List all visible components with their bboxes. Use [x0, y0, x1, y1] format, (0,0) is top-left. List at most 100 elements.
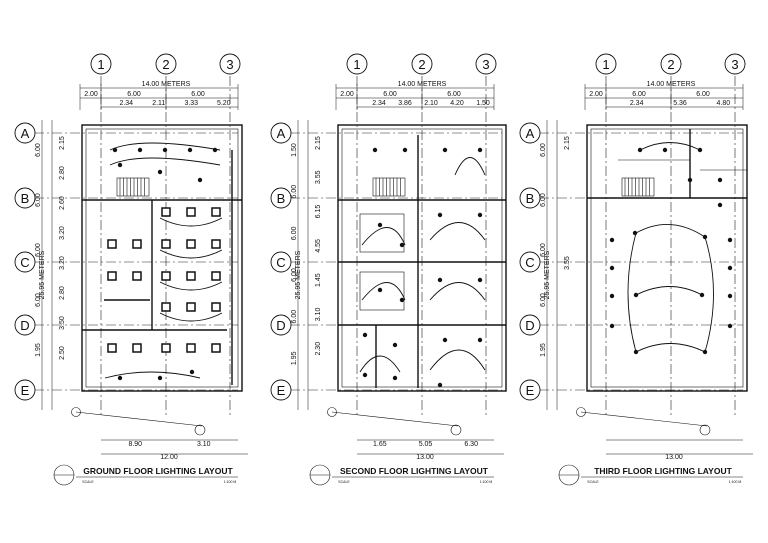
circuit-run — [159, 312, 223, 322]
light-fixture — [112, 147, 118, 153]
row-label-C: C — [525, 255, 534, 270]
row-bubble-D — [270, 314, 292, 336]
recessed-light — [161, 271, 171, 281]
side-dim-2: 1.45 — [315, 273, 322, 287]
column-bubble-3 — [219, 53, 241, 75]
column-bubble-1 — [90, 53, 112, 75]
column-label-2: 2 — [667, 57, 674, 72]
column-bubble-1 — [346, 53, 368, 75]
row-label-D: D — [20, 318, 29, 333]
light-fixture — [362, 332, 368, 338]
scale-label: SCALE — [82, 480, 94, 484]
side-dim-2: 4.55 — [315, 239, 322, 253]
light-fixture — [662, 147, 668, 153]
light-fixture — [609, 323, 615, 329]
top-dim-1: 2.00 — [340, 91, 354, 98]
row-bubble-D — [14, 314, 36, 336]
recessed-light — [186, 239, 196, 249]
side-dim-2: 3.55 — [564, 256, 571, 270]
overall-depth-label: 25.95 METERS — [544, 250, 551, 299]
bottom-dim-2: 13.00 — [665, 454, 683, 461]
top-dim-2: 2.34 — [372, 100, 386, 107]
circuit-run — [104, 371, 201, 379]
circuit-run — [704, 236, 714, 353]
side-dim-2: 3.20 — [59, 226, 66, 240]
side-dim-2: 3.20 — [59, 256, 66, 270]
bottom-dim-1: 5.05 — [419, 441, 433, 448]
side-dim-1: 6.00 — [540, 243, 547, 257]
light-fixture — [609, 237, 615, 243]
side-dim-1: 6.00 — [35, 293, 42, 307]
row-bubble-C — [14, 251, 36, 273]
light-fixture — [117, 162, 123, 168]
top-dim-2: 1.50 — [476, 100, 490, 107]
light-fixture — [392, 375, 398, 381]
row-bubble-B — [519, 187, 541, 209]
side-dim-1: 6.00 — [291, 268, 298, 282]
side-dim-2: 2.15 — [564, 136, 571, 150]
column-bubble-2 — [155, 53, 177, 75]
circuit-run — [635, 223, 706, 238]
light-fixture — [362, 372, 368, 378]
scale-value: 1:100 M — [729, 480, 742, 484]
light-fixture — [609, 265, 615, 271]
recessed-light — [186, 271, 196, 281]
light-fixture — [399, 242, 405, 248]
top-dim-2: 4.80 — [717, 100, 731, 107]
side-dim-1: 6.00 — [291, 226, 298, 240]
row-bubble-C — [519, 251, 541, 273]
light-fixture — [137, 147, 143, 153]
row-bubble-C — [270, 251, 292, 273]
top-dim-1: 6.00 — [632, 91, 646, 98]
circuit-run — [361, 282, 406, 301]
top-dim-2: 5.36 — [673, 100, 687, 107]
row-label-E: E — [21, 383, 30, 398]
top-dim-1: 6.00 — [383, 91, 397, 98]
recessed-light — [161, 239, 171, 249]
row-label-B: B — [526, 191, 535, 206]
top-dim-1: 2.00 — [589, 91, 603, 98]
top-dim-2: 4.20 — [450, 100, 464, 107]
light-fixture — [437, 382, 443, 388]
column-label-2: 2 — [418, 57, 425, 72]
column-label-1: 1 — [602, 57, 609, 72]
column-label-1: 1 — [353, 57, 360, 72]
building-inner-wall — [590, 128, 744, 388]
column-bubble-2 — [660, 53, 682, 75]
circuit-run — [429, 349, 486, 371]
circuit-run — [359, 355, 401, 373]
recessed-light — [211, 302, 221, 312]
light-fixture — [727, 265, 733, 271]
column-label-3: 3 — [482, 57, 489, 72]
row-bubble-B — [270, 187, 292, 209]
light-fixture — [187, 147, 193, 153]
scale-label: SCALE — [587, 480, 599, 484]
plan-title: THIRD FLOOR LIGHTING LAYOUT — [594, 466, 732, 476]
bottom-dim-2: 13.00 — [416, 454, 434, 461]
circuit-run — [635, 286, 703, 296]
circuit-run — [635, 343, 706, 353]
recessed-light — [107, 343, 117, 353]
room — [359, 213, 405, 253]
light-fixture — [392, 342, 398, 348]
bottom-dim-1: 3.10 — [197, 441, 211, 448]
recessed-light — [107, 239, 117, 249]
column-bubble-3 — [475, 53, 497, 75]
recessed-light — [132, 239, 142, 249]
bottom-dim-1: 1.65 — [373, 441, 387, 448]
side-dim-1: 1.95 — [540, 343, 547, 357]
circuit-run — [429, 282, 486, 301]
light-fixture — [157, 375, 163, 381]
column-bubble-2 — [411, 53, 433, 75]
circuit-run — [159, 249, 223, 259]
recessed-light — [211, 207, 221, 217]
top-dim-1: 6.00 — [127, 91, 141, 98]
column-label-2: 2 — [162, 57, 169, 72]
site-marker — [450, 424, 462, 436]
stair — [621, 177, 655, 197]
light-fixture — [727, 237, 733, 243]
row-bubble-A — [270, 122, 292, 144]
light-fixture — [437, 277, 443, 283]
